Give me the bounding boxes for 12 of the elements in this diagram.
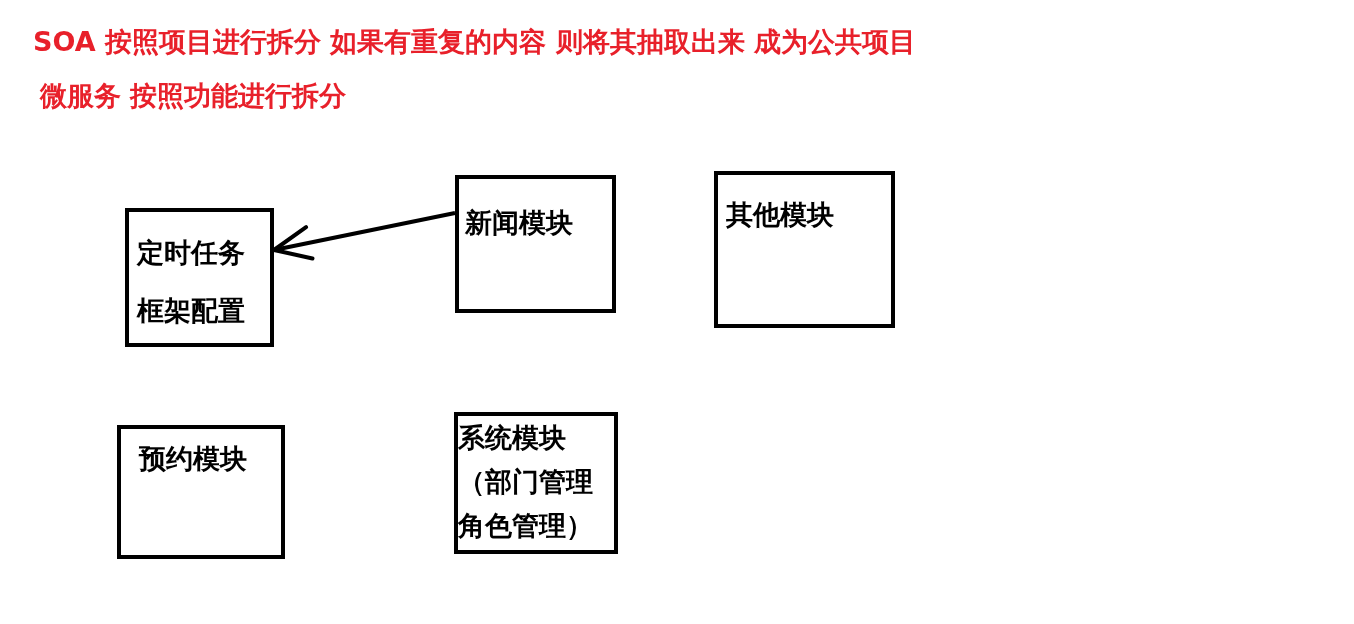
module-box (125, 208, 274, 347)
subtitle: 微服务 按照功能进行拆分 (40, 79, 347, 113)
module-box (454, 412, 618, 554)
module-box (714, 171, 895, 328)
module-box (455, 175, 616, 313)
title: SOA 按照项目进行拆分 如果有重复的内容 则将其抽取出来 成为公共项目 (33, 25, 917, 59)
module-label: 新闻模块 (465, 206, 574, 240)
module-box (117, 425, 285, 559)
module-label: 定时任务框架配置 (137, 236, 246, 328)
module-label: 系统模块（部门管理角色管理） (458, 421, 594, 543)
module-label: 预约模块 (139, 442, 248, 476)
module-label: 其他模块 (726, 198, 835, 232)
